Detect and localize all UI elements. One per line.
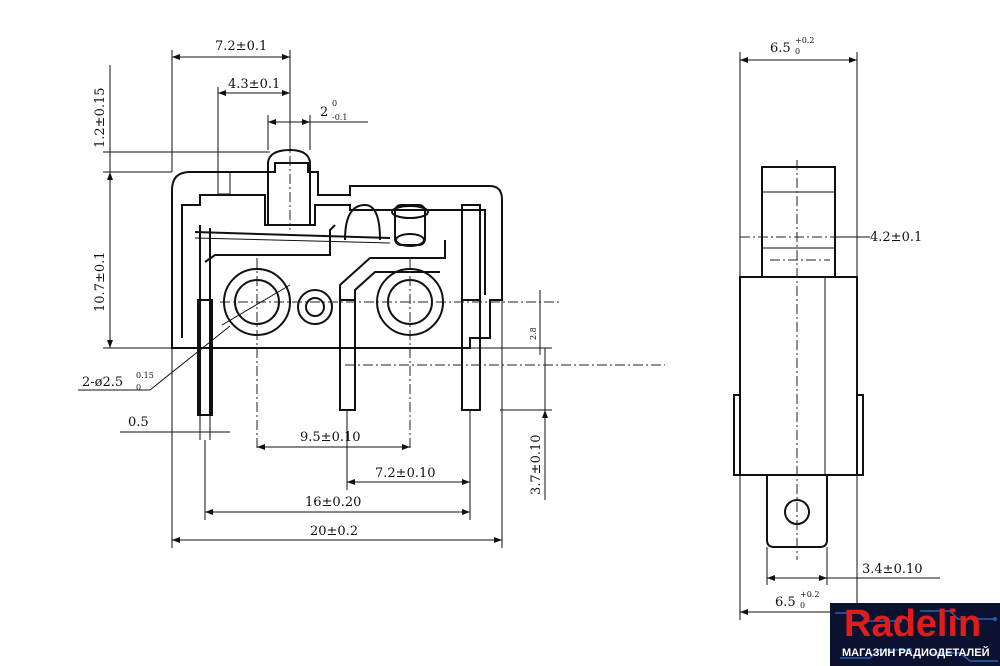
dim-pin-offset: 2.8 (529, 327, 538, 340)
svg-text:0.15: 0.15 (136, 371, 154, 380)
lever-arm-lower (194, 237, 391, 244)
logo-name: Radelin (844, 603, 982, 645)
svg-text:0: 0 (136, 383, 141, 392)
dim-actuator-offset: 4.3±0.1 (228, 77, 280, 92)
dim-top-width: 7.2±0.1 (215, 39, 267, 54)
left-terminal (199, 225, 211, 416)
hole-left-diameter-line (221, 284, 291, 326)
detent-marker (217, 171, 231, 195)
contact-head (391, 205, 429, 219)
dim-pin-length: 3.7±0.10 (529, 434, 544, 495)
center-pivot (297, 289, 333, 325)
switch-body-outline (171, 162, 503, 349)
dim-overall-length: 20±0.2 (310, 524, 358, 539)
side-mount-tab-left (733, 394, 741, 476)
svg-text:0: 0 (332, 99, 337, 108)
dim-actuator-width: 2 (320, 105, 328, 120)
svg-text:0: 0 (800, 601, 805, 610)
left-terminal-bend (204, 224, 336, 263)
left-pin-tip (197, 299, 213, 416)
dim-side-width-top: 6.5 (770, 41, 791, 56)
spring (344, 203, 381, 241)
logo-tagline: МАГАЗИН РАДИОДЕТАЛЕЙ (842, 647, 990, 659)
dim-pin-spacing-right: 7.2±0.10 (375, 466, 436, 481)
side-mount-tab-right (856, 394, 864, 476)
lever-arm (194, 231, 391, 239)
svg-text:+0.2: +0.2 (800, 590, 819, 599)
radelin-logo: Radelin МАГАЗИН РАДИОДЕТАЛЕЙ (830, 603, 1000, 666)
dim-hole-spacing: 9.5±0.10 (300, 430, 361, 445)
dim-side-terminal-width: 3.4±0.10 (862, 562, 923, 577)
svg-text:+0.2: +0.2 (795, 36, 814, 45)
circuit-pattern (835, 610, 998, 662)
dim-side-actuator-width: 4.2±0.1 (870, 230, 922, 245)
middle-terminal-outer (354, 271, 440, 410)
dim-side-width-bottom: 6.5 (775, 595, 796, 610)
right-terminal (461, 204, 481, 410)
dim-pin-width: 0.5 (128, 415, 149, 430)
dim-actuator-height: 1.2±0.15 (93, 87, 108, 148)
dim-pin-span: 16±0.20 (305, 495, 361, 510)
front-dimensions: 7.2±0.1 4.3±0.1 2 0 -0.1 1.2±0.15 10.7±0… (78, 39, 552, 548)
svg-text:-0.1: -0.1 (332, 113, 347, 122)
actuator (267, 148, 311, 225)
svg-text:0: 0 (795, 47, 800, 56)
center-pivot-inner (305, 297, 325, 317)
dim-hole-diameter: 2-ø2.5 (82, 375, 123, 390)
dim-body-height: 10.7±0.1 (93, 251, 108, 312)
middle-pin-tip (339, 299, 356, 411)
contact-base (395, 233, 425, 247)
side-view (733, 160, 864, 560)
front-view (171, 120, 665, 450)
right-pin-tip (461, 299, 481, 411)
side-body (739, 276, 858, 476)
side-dimensions: 6.5 +0.2 0 4.2±0.1 3.4±0.10 6.5 +0.2 0 (739, 36, 940, 620)
